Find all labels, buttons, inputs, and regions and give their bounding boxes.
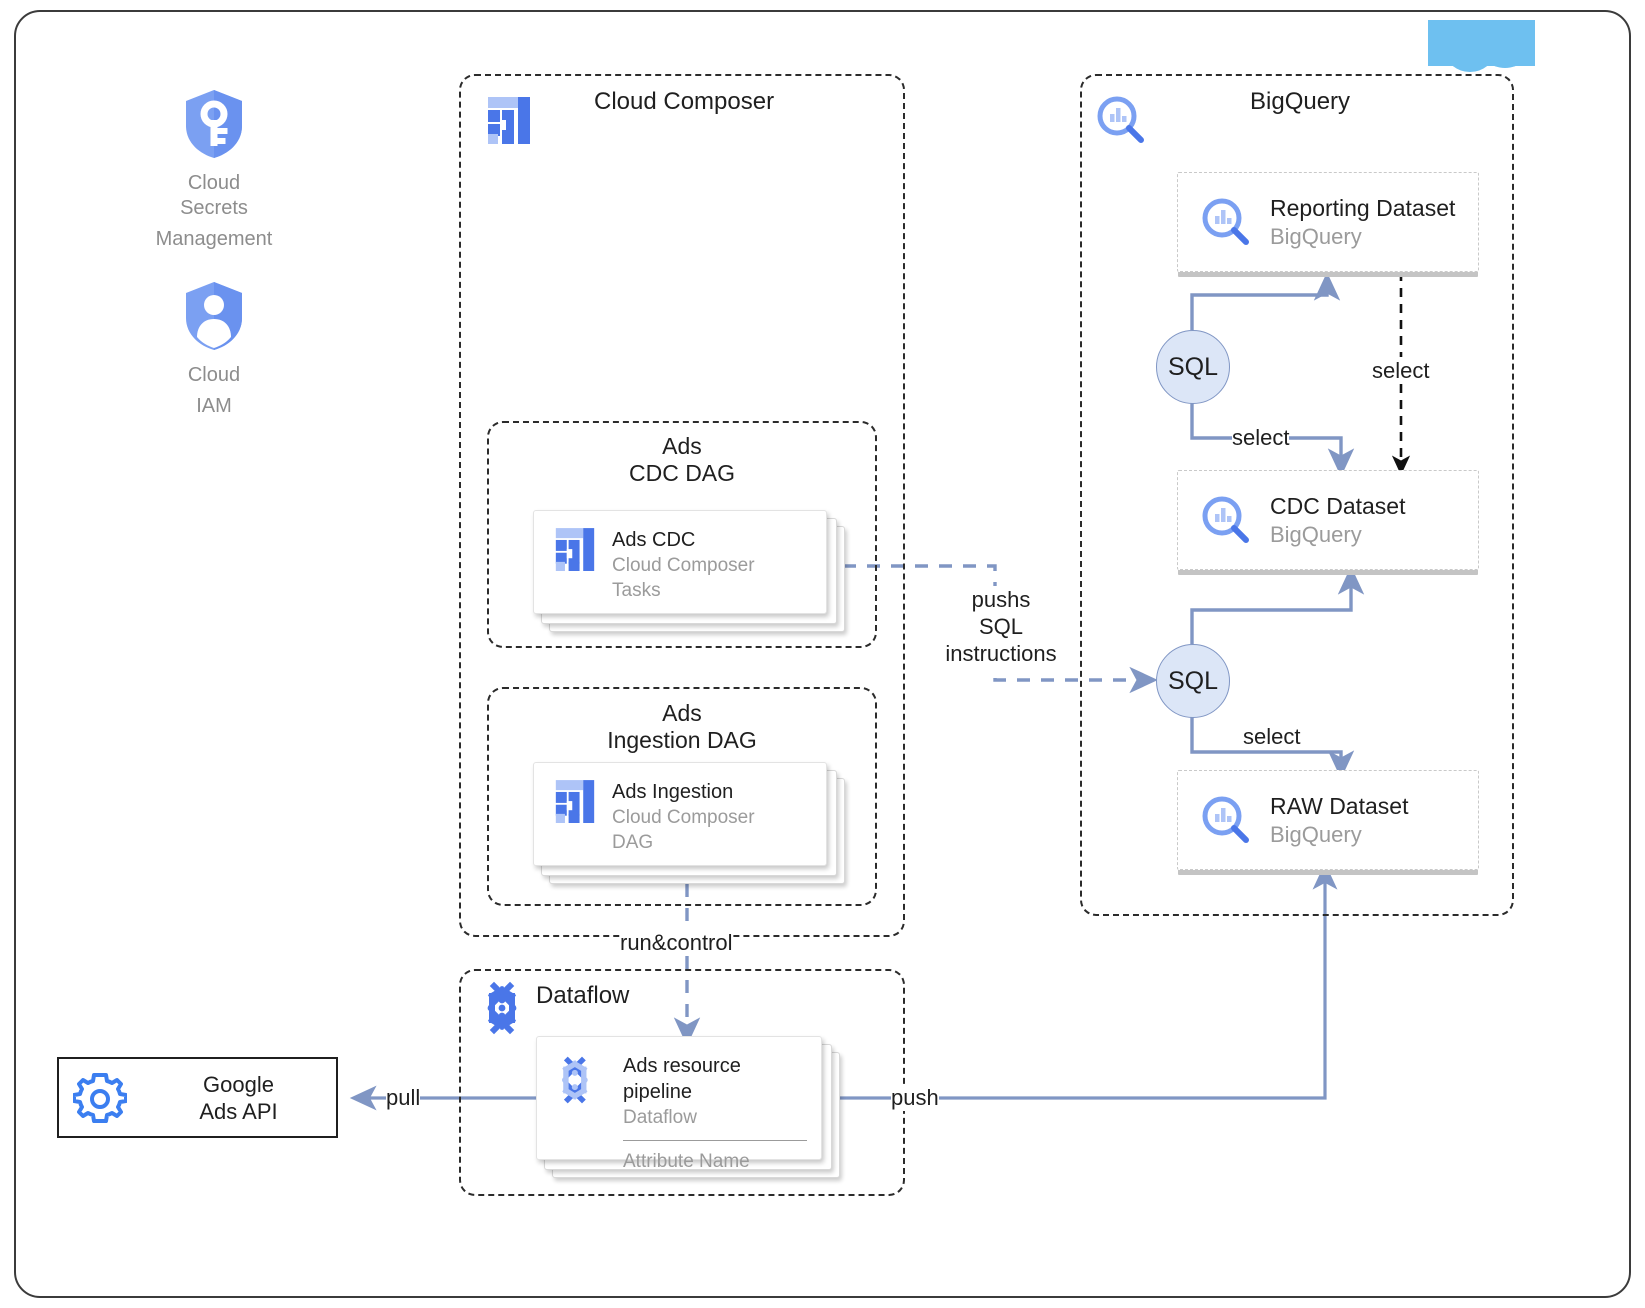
group-dataflow bbox=[459, 969, 905, 1196]
dataset-raw[interactable]: RAW Dataset BigQuery bbox=[1177, 770, 1479, 870]
cloud-secrets-management-node: Cloud Secrets Management bbox=[152, 88, 276, 252]
group-ads-ingestion-dag bbox=[487, 687, 877, 906]
group-title-cloud-composer: Cloud Composer bbox=[594, 88, 775, 115]
group-ads-cdc-dag bbox=[487, 421, 877, 648]
ads-cdc-dag-title-1: Ads bbox=[662, 433, 702, 459]
dataset-cdc-title: CDC Dataset bbox=[1270, 492, 1406, 519]
group-title-dataflow: Dataflow bbox=[536, 982, 630, 1009]
edge-label-pull: pull bbox=[386, 1084, 421, 1111]
card-ads-cdc-front[interactable]: Ads CDC Cloud Composer Tasks bbox=[533, 510, 827, 614]
shield-key-icon bbox=[186, 90, 242, 158]
card-ads-ingestion-sub-2: DAG bbox=[612, 832, 654, 853]
card-ads-ingestion-title: Ads Ingestion bbox=[612, 781, 734, 803]
bigquery-icon bbox=[1202, 198, 1249, 245]
dataset-raw-sub: BigQuery bbox=[1270, 821, 1362, 847]
cloud-iam-node: Cloud IAM bbox=[152, 280, 276, 419]
card-ads-resource-pipeline[interactable]: Ads resource pipeline Dataflow Attribute… bbox=[536, 1036, 856, 1178]
dataset-reporting-sub: BigQuery bbox=[1270, 223, 1362, 249]
dataflow-icon bbox=[487, 981, 517, 1035]
dataset-reporting[interactable]: Reporting Dataset BigQuery bbox=[1177, 172, 1479, 272]
dataset-cdc[interactable]: CDC Dataset BigQuery bbox=[1177, 470, 1479, 570]
google-ads-api-title-2: Ads API bbox=[199, 1098, 278, 1124]
edge-label-select-lower: select bbox=[1243, 723, 1301, 750]
google-ads-api-node[interactable]: Google Ads API bbox=[57, 1057, 338, 1138]
cloud-secrets-label-2: Management bbox=[155, 228, 273, 250]
card-ads-cdc-sub-2: Tasks bbox=[612, 580, 661, 601]
card-ads-ingestion-front[interactable]: Ads Ingestion Cloud Composer DAG bbox=[533, 762, 827, 866]
ads-cdc-dag-title-2: CDC DAG bbox=[628, 460, 736, 486]
cloud-iam-label-2: IAM bbox=[196, 395, 232, 417]
bigquery-icon bbox=[1202, 796, 1249, 843]
group-bigquery bbox=[1080, 74, 1514, 916]
dataset-cdc-sub: BigQuery bbox=[1270, 521, 1362, 547]
card-ads-cdc-sub-1: Cloud Composer bbox=[612, 555, 755, 576]
ads-ingestion-dag-title-2: Ingestion DAG bbox=[607, 727, 757, 753]
dataset-raw-title: RAW Dataset bbox=[1270, 792, 1409, 819]
cloud-composer-icon bbox=[488, 97, 530, 144]
card-ads-cdc[interactable]: Ads CDC Cloud Composer Tasks bbox=[533, 510, 845, 632]
card-ads-resource-pipeline-front[interactable]: Ads resource pipeline Dataflow Attribute… bbox=[536, 1036, 822, 1172]
dataflow-icon bbox=[562, 1056, 588, 1104]
bigquery-icon bbox=[1202, 496, 1249, 543]
cloud-iam-label-1: Cloud bbox=[187, 364, 241, 386]
diagram-outer-frame bbox=[14, 10, 1631, 1298]
sql-node-lower[interactable]: SQL bbox=[1156, 644, 1230, 718]
card-pipeline-title: Ads resource pipeline bbox=[623, 1055, 741, 1103]
edge-label-pushs-sql-instructions: pushs SQL instructions bbox=[938, 586, 1064, 667]
cloud-icon bbox=[1428, 20, 1535, 72]
dataset-reporting-title: Reporting Dataset bbox=[1270, 194, 1456, 221]
gear-icon bbox=[73, 1072, 127, 1123]
card-pipeline-sub-1: Dataflow bbox=[623, 1107, 697, 1128]
card-ads-ingestion-sub-1: Cloud Composer bbox=[612, 807, 755, 828]
card-pipeline-attribute: Attribute Name bbox=[623, 1151, 750, 1172]
cloud-composer-icon bbox=[555, 528, 595, 571]
edge-label-push: push bbox=[891, 1084, 939, 1111]
edge-label-run-control: run&control bbox=[620, 929, 733, 956]
group-title-bigquery: BigQuery bbox=[1250, 88, 1351, 115]
bigquery-icon bbox=[1097, 96, 1144, 143]
edge-label-select-upper: select bbox=[1232, 424, 1290, 451]
card-ads-ingestion[interactable]: Ads Ingestion Cloud Composer DAG bbox=[533, 762, 845, 884]
ads-ingestion-dag-title-1: Ads bbox=[662, 700, 702, 726]
card-ads-cdc-title: Ads CDC bbox=[612, 529, 696, 551]
cloud-secrets-label-1: Cloud Secrets bbox=[180, 172, 248, 219]
edge-label-select-dashed: select bbox=[1372, 357, 1430, 384]
card-divider bbox=[623, 1140, 807, 1141]
sql-node-upper[interactable]: SQL bbox=[1156, 330, 1230, 404]
cloud-composer-icon bbox=[555, 780, 595, 823]
google-ads-api-title-1: Google bbox=[203, 1071, 274, 1097]
shield-person-icon bbox=[186, 282, 242, 350]
